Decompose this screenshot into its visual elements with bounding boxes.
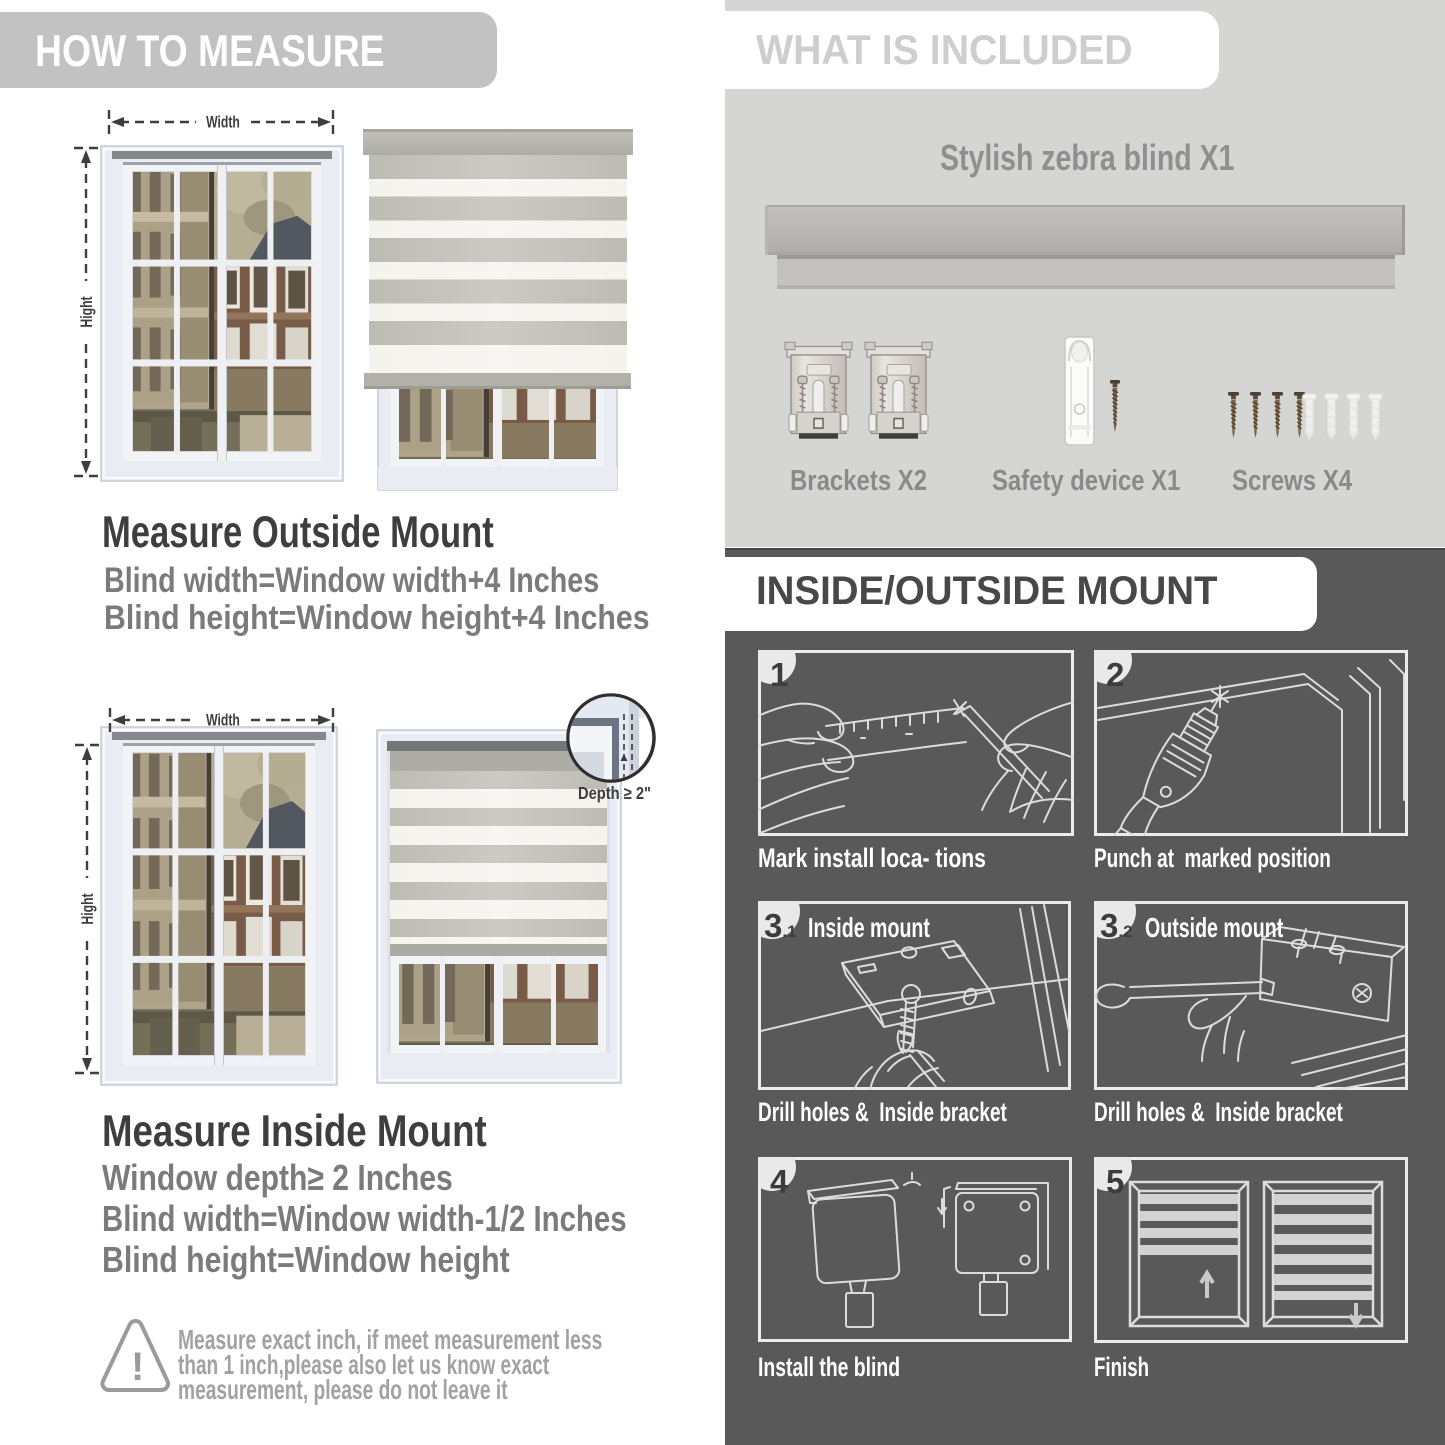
svg-text:Outside mount: Outside mount — [1145, 913, 1283, 944]
svg-text:2: 2 — [1106, 656, 1124, 693]
svg-text:Width: Width — [206, 114, 240, 132]
svg-text:1: 1 — [770, 656, 788, 693]
svg-text:Inside mount: Inside mount — [808, 913, 930, 944]
svg-text:3.1: 3.1 — [764, 907, 797, 944]
svg-text:!: ! — [131, 1345, 144, 1389]
svg-text:Hight: Hight — [79, 893, 97, 924]
svg-text:Hight: Hight — [78, 296, 96, 327]
svg-text:5: 5 — [1106, 1163, 1124, 1200]
svg-text:Width: Width — [206, 712, 240, 730]
svg-text:4: 4 — [770, 1163, 789, 1200]
